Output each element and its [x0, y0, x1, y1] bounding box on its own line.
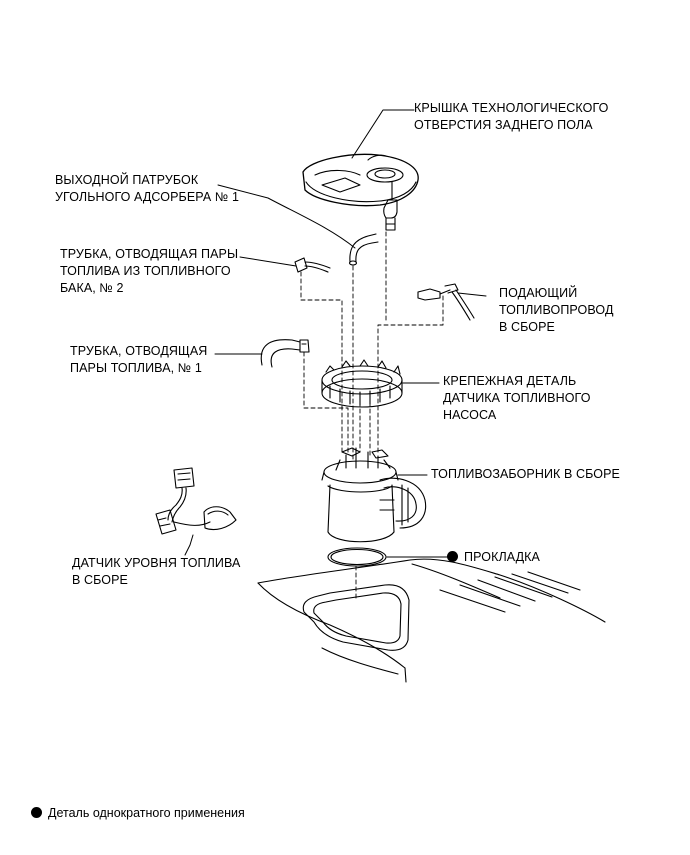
fuel-pump-gauge-retainer: [321, 359, 403, 408]
label-line: БАКА, № 2: [60, 281, 124, 295]
fuel-sender-gauge: [155, 467, 237, 535]
alignment-lines: [300, 231, 444, 599]
label-line: В СБОРЕ: [72, 573, 128, 587]
label-line: ПОДАЮЩИЙ: [499, 286, 578, 300]
label-line: ПАРЫ ТОПЛИВА, № 1: [70, 361, 202, 375]
label-fuel-suction-assembly: ТОПЛИВОЗАБОРНИК В СБОРЕ: [431, 466, 620, 483]
label-line: ТРУБКА, ОТВОДЯЩАЯ: [70, 344, 208, 358]
floor-panel: [257, 558, 606, 683]
label-line: В СБОРЕ: [499, 320, 555, 334]
label-fuel-main-tube: ПОДАЮЩИЙ ТОПЛИВОПРОВОД В СБОРЕ: [499, 285, 614, 336]
label-gasket: ПРОКЛАДКА: [447, 549, 540, 566]
label-fuel-tank-vent-tube-no2: ТРУБКА, ОТВОДЯЩАЯ ПАРЫ ТОПЛИВА ИЗ ТОПЛИВ…: [60, 246, 238, 297]
gasket: [327, 547, 387, 567]
filled-circle-icon: [447, 551, 458, 562]
label-line: ОТВЕРСТИЯ ЗАДНЕГО ПОЛА: [414, 118, 593, 132]
label-line: КРЫШКА ТЕХНОЛОГИЧЕСКОГО: [414, 101, 609, 115]
fuel-vent-tube-no1: [260, 339, 310, 368]
charcoal-canister-outlet-hose: [348, 233, 379, 266]
label-text: ПРОКЛАДКА: [464, 550, 540, 564]
label-line: ТОПЛИВОЗАБОРНИК В СБОРЕ: [431, 467, 620, 481]
label-line: ТРУБКА, ОТВОДЯЩАЯ ПАРЫ: [60, 247, 239, 261]
label-line: ДАТЧИК УРОВНЯ ТОПЛИВА: [72, 556, 241, 570]
label-line: КРЕПЕЖНАЯ ДЕТАЛЬ: [443, 374, 577, 388]
label-fuel-vent-tube-no1: ТРУБКА, ОТВОДЯЩАЯ ПАРЫ ТОПЛИВА, № 1: [70, 343, 207, 377]
footnote-text: Деталь однократного применения: [48, 806, 245, 820]
label-line: ПРОКЛАДКА: [447, 549, 540, 566]
label-line: НАСОСА: [443, 408, 497, 422]
label-fuel-pump-gauge-retainer: КРЕПЕЖНАЯ ДЕТАЛЬ ДАТЧИКА ТОПЛИВНОГО НАСО…: [443, 373, 591, 424]
label-charcoal-canister-outlet-hose: ВЫХОДНОЙ ПАТРУБОК УГОЛЬНОГО АДСОРБЕРА № …: [55, 172, 239, 206]
label-line: ТОПЛИВОПРОВОД: [499, 303, 614, 317]
label-rear-floor-service-hole-cover: КРЫШКА ТЕХНОЛОГИЧЕСКОГО ОТВЕРСТИЯ ЗАДНЕГ…: [414, 100, 608, 134]
label-line: ТОПЛИВА ИЗ ТОПЛИВНОГО: [60, 264, 231, 278]
label-line: ВЫХОДНОЙ ПАТРУБОК: [55, 173, 199, 187]
fuel-tank-vent-tube-no2: [294, 257, 331, 273]
fuel-main-tube: [417, 283, 475, 321]
filled-circle-icon: [31, 807, 42, 818]
service-hole-cover: [302, 153, 419, 231]
label-line: УГОЛЬНОГО АДСОРБЕРА № 1: [55, 190, 240, 204]
leader-lines: [184, 109, 487, 558]
label-fuel-sender-gauge: ДАТЧИК УРОВНЯ ТОПЛИВА В СБОРЕ: [72, 555, 240, 589]
label-line: ДАТЧИКА ТОПЛИВНОГО: [443, 391, 591, 405]
footnote-legend: Деталь однократного применения: [31, 806, 245, 820]
fuel-suction-assembly: [321, 447, 427, 543]
